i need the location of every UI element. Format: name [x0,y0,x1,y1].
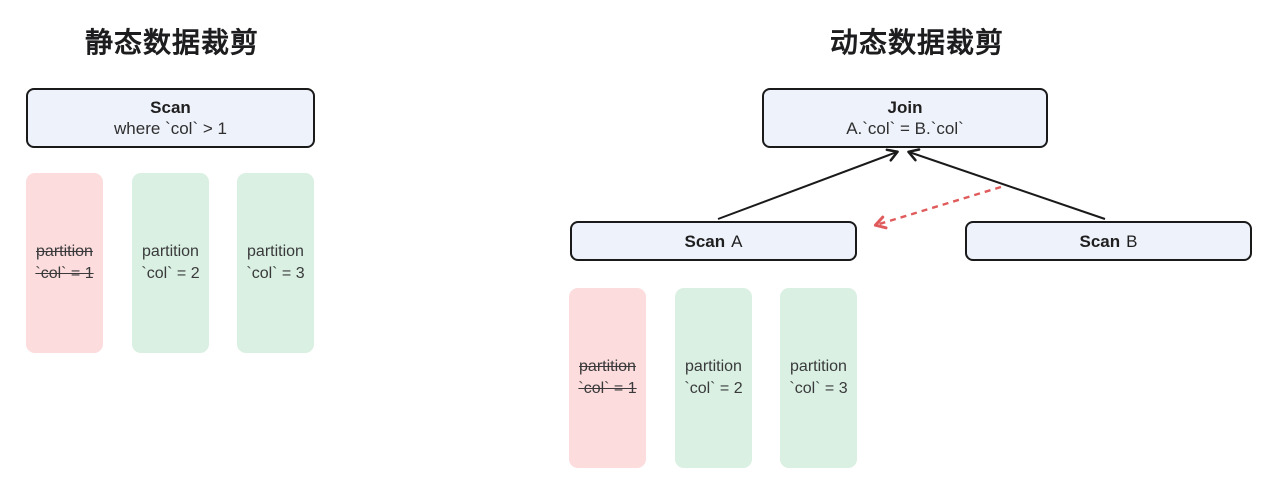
static-partition-3: partition `col` = 3 [237,173,314,353]
edge-scan-a-to-join [717,148,899,220]
scan-b-suffix: B [1126,231,1138,251]
partition-label: partition [685,358,742,375]
partition-predicate: `col` = 1 [578,380,637,397]
partition-predicate: `col` = 3 [246,265,305,282]
join-node: Join A.`col` = B.`col` [762,88,1048,148]
join-node-condition: A.`col` = B.`col` [846,119,964,138]
partition-label: partition [579,358,636,375]
dynamic-partition-3: partition `col` = 3 [780,288,857,468]
static-partition-2: partition `col` = 2 [132,173,209,353]
dynamic-partition-2: partition `col` = 2 [675,288,752,468]
partition-predicate: `col` = 2 [684,380,743,397]
static-pruning-title: 静态数据裁剪 [84,27,259,58]
scan-a-suffix: A [731,231,743,251]
join-node-name: Join [887,98,923,117]
dynamic-pruning-title: 动态数据裁剪 [829,27,1004,58]
dynamic-prune-arrow [873,185,1002,230]
partition-predicate: `col` = 1 [35,265,94,282]
partition-label: partition [36,243,93,260]
static-scan-node-name: Scan [150,98,191,117]
static-partition-1-pruned: partition `col` = 1 [26,173,103,353]
partition-label: partition [247,243,304,260]
partition-predicate: `col` = 2 [141,265,200,282]
partition-predicate: `col` = 3 [789,380,848,397]
partition-label: partition [142,243,199,260]
edge-scan-b-to-join [907,148,1106,220]
static-scan-node: Scan where `col` > 1 [26,88,315,148]
scan-b-name: Scan [1079,231,1121,251]
scan-a-name: Scan [684,231,726,251]
dynamic-partition-1-pruned: partition `col` = 1 [569,288,646,468]
static-scan-node-condition: where `col` > 1 [114,119,227,138]
partition-label: partition [790,358,847,375]
